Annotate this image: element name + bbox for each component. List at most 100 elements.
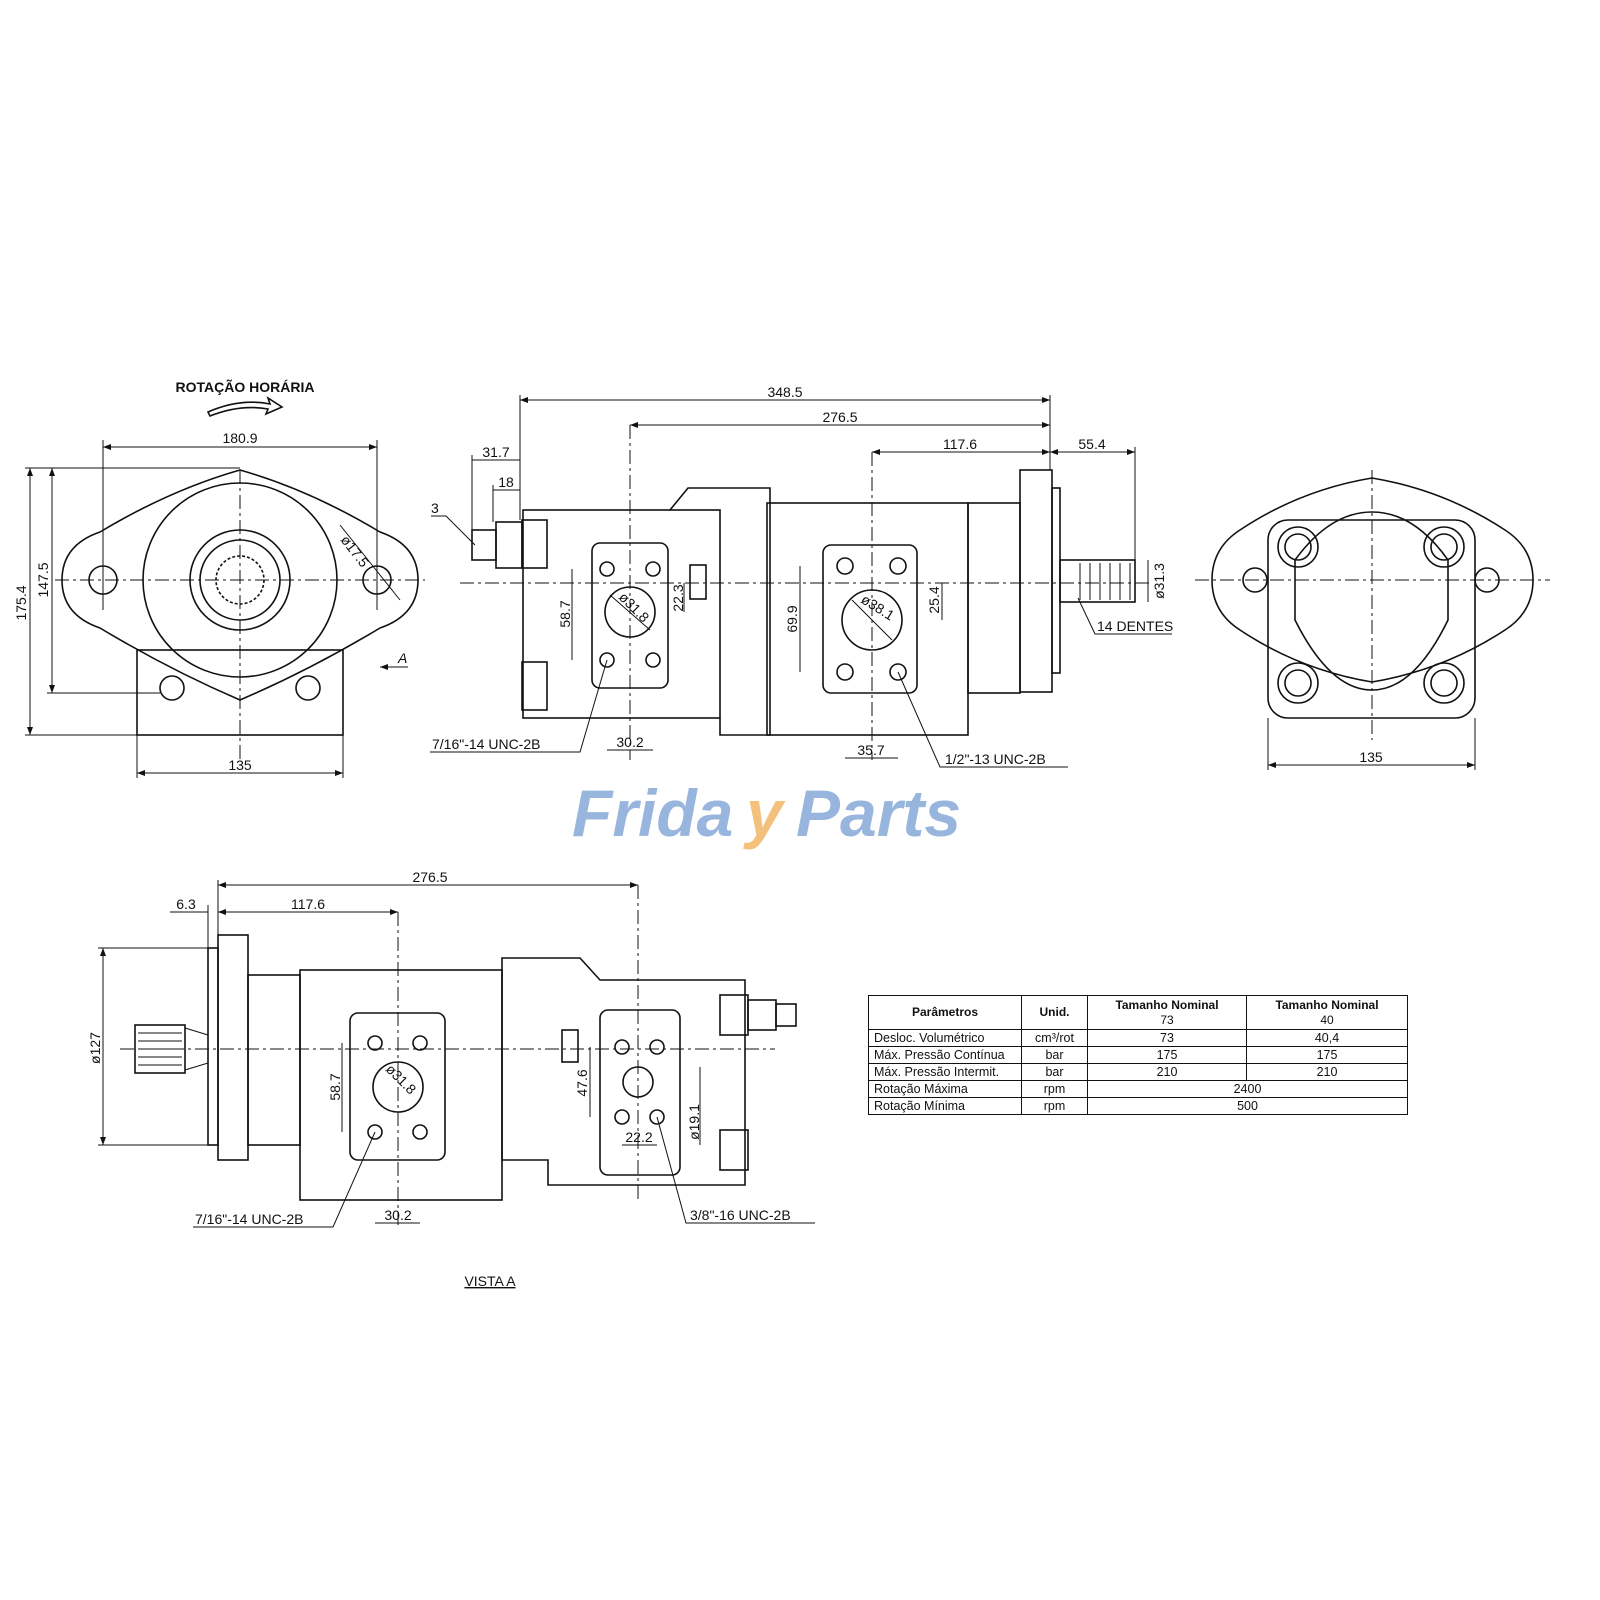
- rear-view: 135: [1195, 470, 1550, 770]
- cell: rpm: [1021, 1097, 1088, 1115]
- dim-25-4: 25.4: [926, 586, 942, 613]
- cell: Desloc. Volumétrico: [868, 1029, 1022, 1047]
- dim-6-3: 6.3: [176, 896, 196, 912]
- rear-flange-outline: [1211, 477, 1534, 683]
- cell: Máx. Pressão Intermit.: [868, 1063, 1022, 1081]
- cell: bar: [1021, 1063, 1088, 1081]
- mount-flange: [1019, 469, 1053, 693]
- cell: 40,4: [1246, 1029, 1408, 1047]
- dim-port-bottom: ø31.8: [383, 1061, 420, 1098]
- cell: 210: [1246, 1063, 1408, 1081]
- dim-30-2: 30.2: [616, 734, 643, 750]
- bracket-hole: [295, 675, 321, 701]
- rear-pump-body: [522, 509, 721, 719]
- header-unid: Unid.: [1021, 995, 1088, 1030]
- rotation-label: ROTAÇÃO HORÁRIA: [176, 378, 315, 395]
- port-plate-2: [822, 544, 918, 694]
- header-label: Tamanho Nominal: [1275, 997, 1379, 1012]
- mount-body: [247, 974, 301, 1146]
- watermark-part-2: y: [743, 776, 786, 850]
- callout-3: 3: [431, 500, 439, 516]
- dim-height-inner: 147.5: [35, 562, 51, 597]
- dim-22-2: 22.2: [625, 1129, 652, 1145]
- dim-shaft-dia: ø31.3: [1151, 563, 1167, 599]
- watermark-logo: Frida y Parts: [572, 776, 961, 850]
- header-value: 73: [1160, 1012, 1174, 1027]
- pilot: [1051, 487, 1061, 674]
- cell: 73: [1087, 1029, 1247, 1047]
- dim-69-9: 69.9: [784, 605, 800, 632]
- bottom-view: 276.5 117.6 6.3 ø127 58.7 ø31.8 47.6 ø19…: [87, 869, 815, 1289]
- cell: cm³/rot: [1021, 1029, 1088, 1047]
- cell: 2400: [1087, 1080, 1408, 1098]
- cell: 500: [1087, 1097, 1408, 1115]
- thread-label-1: 7/16"-14 UNC-2B: [432, 736, 540, 752]
- watermark-part-1: Frida: [572, 776, 733, 850]
- dim-port-2: ø38.1: [858, 591, 897, 624]
- pilot: [207, 947, 219, 1146]
- rotation-arrow-icon: [206, 396, 284, 418]
- bracket-hole: [159, 675, 185, 701]
- cell: Rotação Mínima: [868, 1097, 1022, 1115]
- dim-58-7: 58.7: [557, 600, 573, 627]
- dim-18: 18: [498, 474, 514, 490]
- cell: 175: [1246, 1046, 1408, 1064]
- dim-fitting: 31.7: [482, 444, 509, 460]
- header-parametros: Parâmetros: [868, 995, 1022, 1030]
- mount-body: [967, 502, 1021, 694]
- dim-58-7-bottom: 58.7: [327, 1073, 343, 1100]
- cell: Rotação Máxima: [868, 1080, 1022, 1098]
- center-plate: [669, 487, 771, 736]
- header-label: Tamanho Nominal: [1115, 997, 1219, 1012]
- table-row: Rotação Máxima rpm 2400: [868, 1080, 1408, 1098]
- front-view: ROTAÇÃO HORÁRIA 180.9 175.4 147.5 ø17.5 …: [13, 378, 425, 778]
- cell: bar: [1021, 1046, 1088, 1064]
- teeth-label: 14 DENTES: [1097, 618, 1173, 634]
- fitting: [471, 529, 497, 561]
- thread-label-bottom-1: 7/16"-14 UNC-2B: [195, 1211, 303, 1227]
- dim-19-1: ø19.1: [686, 1104, 702, 1140]
- table-row: Máx. Pressão Intermit. bar 210 210: [868, 1063, 1408, 1081]
- dim-117: 117.6: [943, 436, 977, 452]
- dim-30-2-bottom: 30.2: [384, 1207, 411, 1223]
- rear-pump-body: [501, 957, 746, 1186]
- dim-276-bottom: 276.5: [412, 869, 447, 885]
- dim-hole: ø17.5: [338, 532, 373, 570]
- table-row: Desloc. Volumétrico cm³/rot 73 40,4: [868, 1029, 1408, 1047]
- dim-127: ø127: [87, 1032, 103, 1064]
- spline-shaft: [1059, 559, 1136, 603]
- dim-rear-base: 135: [1359, 749, 1383, 765]
- table-row: Rotação Mínima rpm 500: [868, 1097, 1408, 1115]
- dim-height-outer: 175.4: [13, 585, 29, 620]
- dim-276: 276.5: [822, 409, 857, 425]
- dim-shaft-length: 55.4: [1078, 436, 1105, 452]
- bolt-head: [521, 661, 548, 711]
- flange-outline: [61, 469, 419, 701]
- port-plate-2: [599, 1009, 681, 1176]
- bolt-head: [689, 564, 707, 600]
- rear-gear-pocket: [1294, 511, 1449, 691]
- dim-22-3: 22.3: [670, 584, 686, 611]
- cell: rpm: [1021, 1080, 1088, 1098]
- table-row: Máx. Pressão Contínua bar 175 175: [868, 1046, 1408, 1064]
- thread-label-bottom-2: 3/8"-16 UNC-2B: [690, 1207, 791, 1223]
- view-title: VISTA A: [464, 1273, 516, 1289]
- cell: 210: [1087, 1063, 1247, 1081]
- dim-width: 180.9: [222, 430, 257, 446]
- dim-117-bottom: 117.6: [291, 896, 325, 912]
- view-marker: A: [397, 650, 407, 666]
- cell: Máx. Pressão Contínua: [868, 1046, 1022, 1064]
- dim-base: 135: [228, 757, 252, 773]
- bolt-head: [521, 519, 548, 569]
- header-value: 40: [1320, 1012, 1334, 1027]
- cell: 175: [1087, 1046, 1247, 1064]
- spline-shaft: [134, 1024, 186, 1074]
- mount-flange: [217, 934, 249, 1161]
- thread-label-2: 1/2"-13 UNC-2B: [945, 751, 1046, 767]
